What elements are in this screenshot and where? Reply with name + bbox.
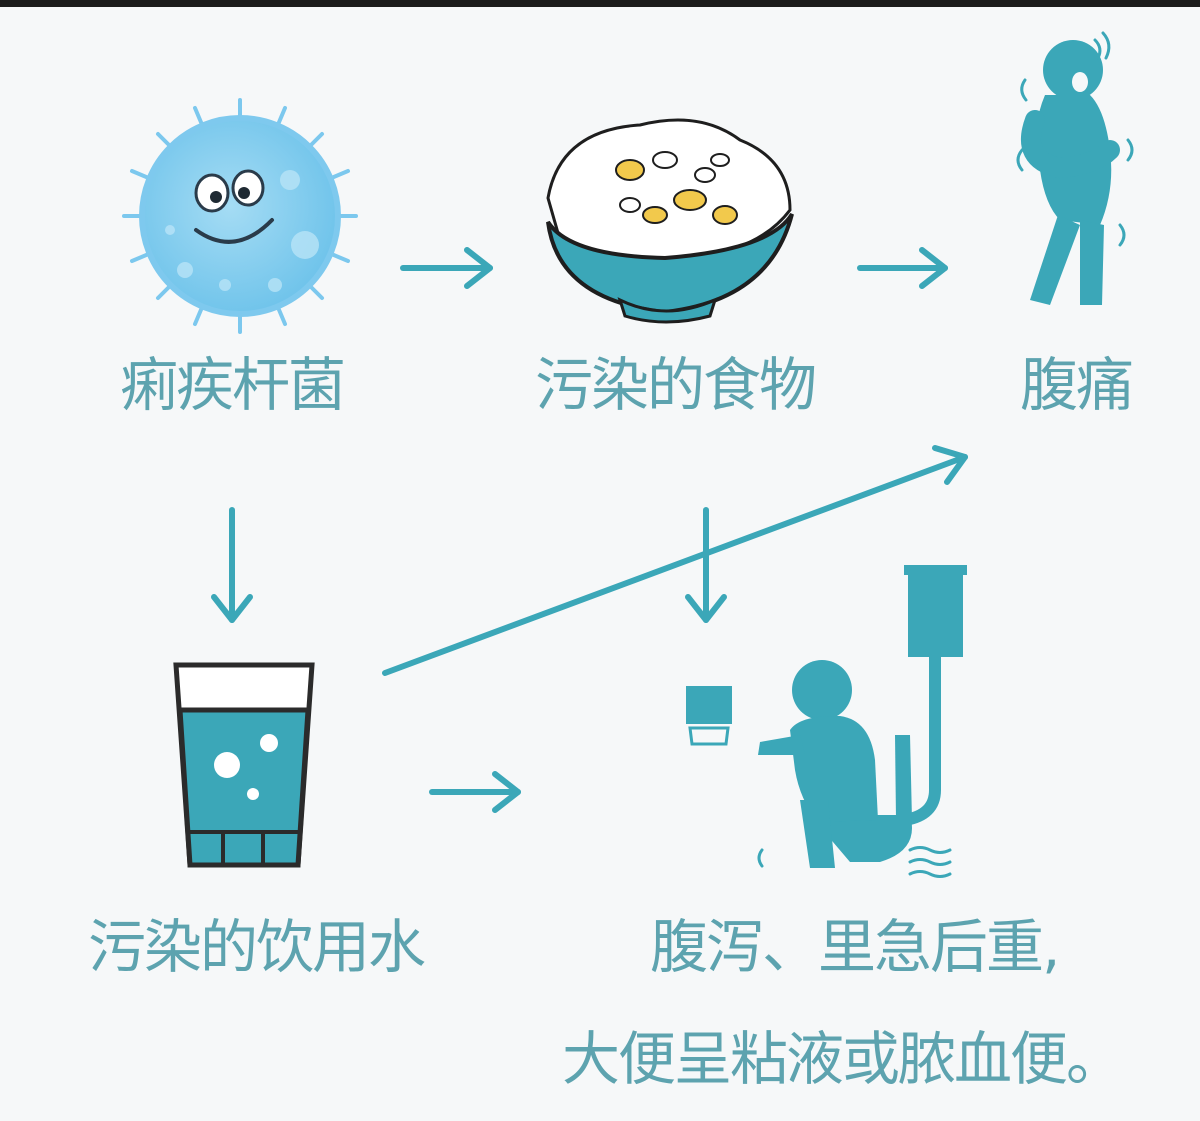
arrow-bacteria-to-water [211, 507, 253, 623]
arrow-food-to-symptoms [685, 507, 727, 623]
abdominal-pain-person-icon [1016, 31, 1134, 305]
arrow-water-to-symptoms [429, 771, 521, 813]
label-contaminated-water: 污染的饮用水 [88, 913, 426, 981]
arrow-food-to-pain [857, 247, 948, 289]
label-abdominal-pain: 腹痛 [1020, 351, 1134, 419]
label-bacteria: 痢疾杆菌 [120, 351, 346, 419]
top-bar [0, 0, 1200, 7]
water-glass-icon [173, 662, 315, 868]
bacteria-icon [122, 98, 358, 334]
arrow-bacteria-to-food [400, 247, 493, 289]
toilet-person-icon [686, 565, 967, 878]
arrow-water-to-pain [382, 445, 968, 676]
label-symptoms-line1: 腹泻、里急后重, [650, 913, 1060, 981]
food-bowl-icon [546, 118, 794, 324]
label-symptoms-line2: 大便呈粘液或脓血便。 [562, 1025, 1124, 1093]
label-contaminated-food: 污染的食物 [535, 351, 817, 419]
